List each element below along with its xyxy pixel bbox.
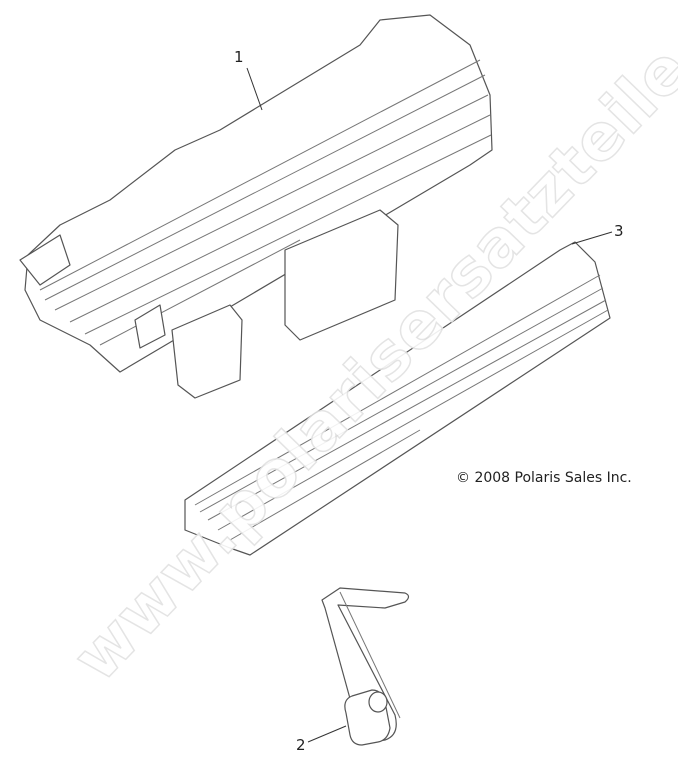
callout-3: 3 [614, 222, 624, 240]
part-2-clip [321, 587, 410, 746]
part-1-instrument-cluster [19, 14, 493, 399]
leader-line-3 [571, 231, 613, 245]
copyright-text: © 2008 Polaris Sales Inc. [456, 470, 632, 486]
leader-line-1 [246, 67, 263, 111]
leader-line-2 [307, 725, 347, 743]
callout-1: 1 [234, 48, 244, 66]
part-3-lens [184, 241, 611, 556]
callout-2: 2 [296, 736, 306, 754]
